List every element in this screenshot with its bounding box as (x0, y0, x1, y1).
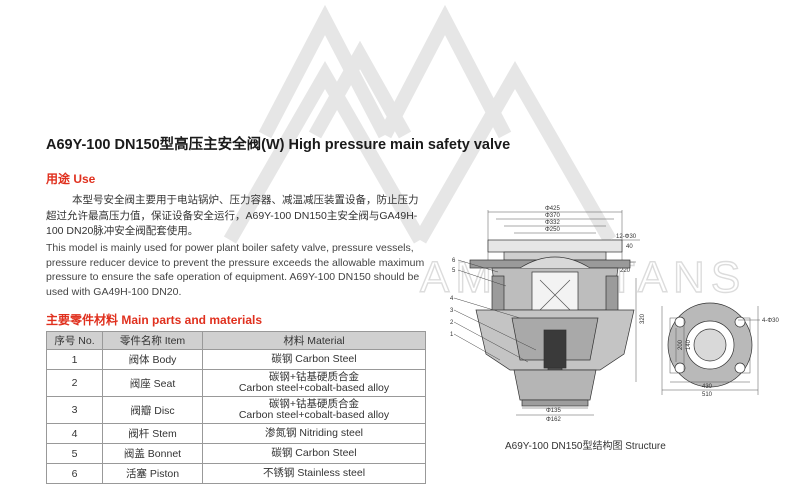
drawing-caption: A69Y-100 DN150型结构图 Structure (505, 441, 666, 452)
table-row: 6 活塞 Piston 不锈钢 Stainless steel (46, 463, 426, 484)
part-material: 不锈钢 Stainless steel (202, 463, 426, 484)
part-material-line: 碳钢+钴基硬质合金 (268, 398, 360, 410)
part-callout: 5 (452, 268, 456, 274)
dim-label: 12-Φ30 (616, 234, 637, 240)
page-title: A69Y-100 DN150型高压主安全阀(W) High pressure m… (46, 137, 511, 153)
column-header: 零件名称 Item (102, 331, 203, 350)
dim-label: 510 (702, 392, 713, 398)
part-no: 1 (46, 349, 103, 370)
usage-text-cn: 本型号安全阀主要用于电站锅炉、压力容器、减温减压装置设备，防止压力超过允许最高压… (46, 194, 419, 237)
part-item: 活塞 Piston (102, 463, 203, 484)
table-row: 1 阀体 Body 碳钢 Carbon Steel (46, 349, 426, 370)
part-item: 阀座 Seat (102, 369, 203, 397)
valve-structure-drawing: Φ425 Φ370 Φ332 Φ250 12-Φ30 40 220 320 (450, 206, 779, 423)
part-callout: 2 (450, 320, 454, 326)
part-material-line: 碳钢 Carbon Steel (271, 353, 357, 365)
dim-label: 320 (640, 313, 646, 324)
part-item: 阀体 Body (102, 349, 203, 370)
dim-label: 40 (626, 244, 633, 250)
part-callout: 1 (450, 332, 454, 338)
part-material: 碳钢 Carbon Steel (202, 443, 426, 464)
part-material-line: Carbon steel+cobalt-based alloy (238, 409, 390, 421)
column-header: 序号 No. (46, 331, 103, 350)
part-callout: 3 (450, 308, 454, 314)
part-material-line: Carbon steel+cobalt-based alloy (238, 382, 390, 394)
dim-label: Φ250 (545, 227, 560, 233)
part-material-line: 碳钢 Carbon Steel (271, 447, 357, 459)
part-material: 渗氮钢 Nitriding steel (202, 423, 426, 444)
part-no: 6 (46, 463, 103, 484)
dim-label: Φ162 (546, 417, 561, 423)
part-no: 2 (46, 369, 103, 397)
dim-label: 200 (678, 339, 684, 350)
dim-label: 430 (702, 384, 713, 390)
parts-table: 序号 No. 零件名称 Item 材料 Material 1 阀体 Body 碳… (46, 331, 426, 484)
dim-label: Φ135 (546, 408, 561, 414)
dim-label: Φ425 (545, 206, 560, 212)
part-callout: 6 (452, 258, 456, 264)
part-material: 碳钢 Carbon Steel (202, 349, 426, 370)
dim-label: 140 (686, 339, 692, 350)
dim-label: Φ370 (545, 213, 560, 219)
usage-heading: 用途 Use (46, 172, 96, 186)
table-header-row: 序号 No. 零件名称 Item 材料 Material (46, 331, 426, 350)
column-header: 材料 Material (202, 331, 426, 350)
dim-label: 4-Φ30 (762, 318, 779, 324)
part-no: 3 (46, 396, 103, 424)
usage-text-en: This model is mainly used for power plan… (46, 242, 425, 298)
part-material-line: 碳钢+钴基硬质合金 (268, 371, 360, 383)
part-item: 阀瓣 Disc (102, 396, 203, 424)
part-no: 5 (46, 443, 103, 464)
dim-label: 220 (620, 268, 631, 274)
parts-heading: 主要零件材料 Main parts and materials (46, 313, 263, 327)
table-row: 5 阀盖 Bonnet 碳钢 Carbon Steel (46, 443, 426, 464)
part-material-line: 渗氮钢 Nitriding steel (264, 427, 364, 439)
table-row: 4 阀杆 Stem 渗氮钢 Nitriding steel (46, 423, 426, 444)
part-item: 阀盖 Bonnet (102, 443, 203, 464)
part-item: 阀杆 Stem (102, 423, 203, 444)
part-no: 4 (46, 423, 103, 444)
part-material-line: 不锈钢 Stainless steel (262, 467, 366, 479)
dim-label: Φ332 (545, 220, 560, 226)
part-callout: 4 (450, 296, 454, 302)
